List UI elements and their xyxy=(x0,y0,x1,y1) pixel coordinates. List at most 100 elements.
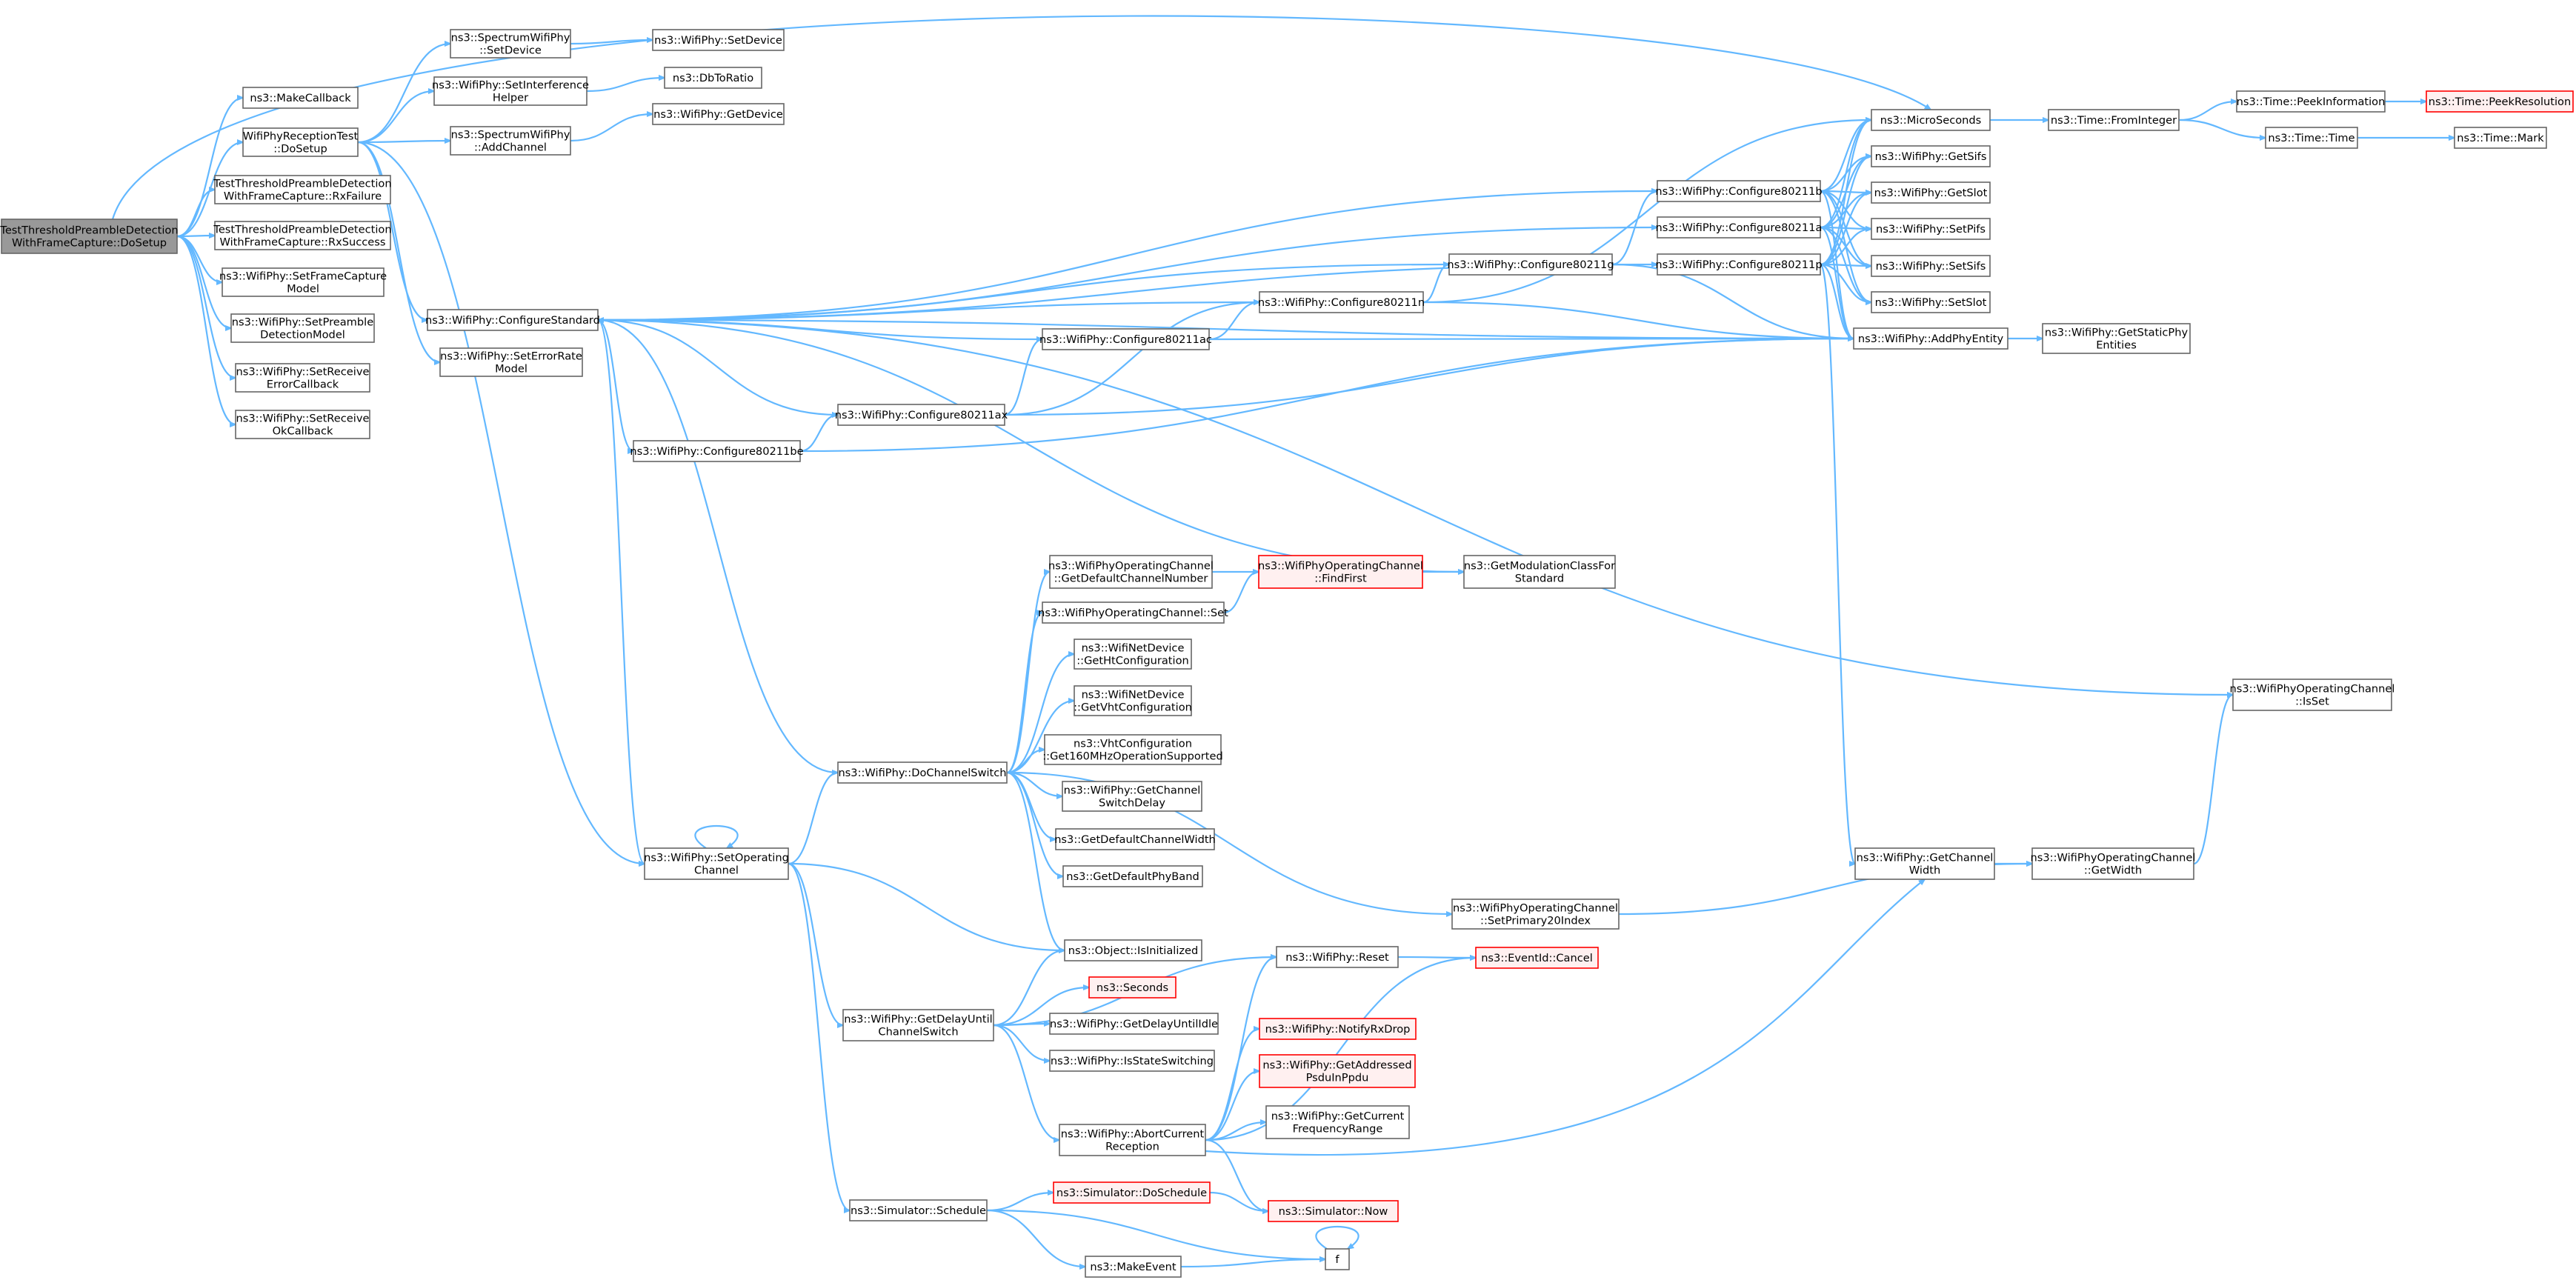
node-db-to-ratio[interactable]: ns3::DbToRatio xyxy=(664,67,762,89)
node-get-ht-configuration[interactable]: ns3::WifiNetDevice::GetHtConfiguration xyxy=(1074,639,1192,670)
node-operating-channel-get-width[interactable]: ns3::WifiPhyOperatingChannel::GetWidth xyxy=(2031,847,2196,880)
edge-simulator-schedule-to-simulator-do-schedule xyxy=(986,1193,1054,1212)
node-is-state-switching[interactable]: ns3::WifiPhy::IsStateSwitching xyxy=(1049,1050,1215,1072)
node-get160-mhz-operation-supported[interactable]: ns3::VhtConfiguration::Get160MHzOperatio… xyxy=(1042,734,1223,765)
node-configure80211a[interactable]: ns3::WifiPhy::Configure80211a xyxy=(1656,216,1823,239)
node-time-mark[interactable]: ns3::Time::Mark xyxy=(2454,127,2547,149)
edge-configure80211ax-to-configure80211ac xyxy=(1004,339,1042,416)
node-configure80211ax[interactable]: ns3::WifiPhy::Configure80211ax xyxy=(835,404,1008,426)
edge-configure80211be-to-configure80211ax xyxy=(799,415,838,453)
node-rx-success[interactable]: TestThresholdPreambleDetectionWithFrameC… xyxy=(213,221,392,250)
edge-abort-current-reception-to-get-current-frequency-range xyxy=(1205,1122,1266,1141)
node-do-channel-switch[interactable]: ns3::WifiPhy::DoChannelSwitch xyxy=(837,761,1008,784)
node-box xyxy=(837,404,1005,426)
node-box xyxy=(450,29,571,59)
node-configure80211p[interactable]: ns3::WifiPhy::Configure80211p xyxy=(1655,253,1823,276)
node-operating-channel-set[interactable]: ns3::WifiPhyOperatingChannel::Set xyxy=(1038,601,1228,624)
node-box xyxy=(842,1009,994,1041)
node-operating-channel-is-set[interactable]: ns3::WifiPhyOperatingChannel::IsSet xyxy=(2230,679,2395,711)
node-get-default-channel-width[interactable]: ns3::GetDefaultChannelWidth xyxy=(1054,828,1216,850)
node-get-default-channel-number[interactable]: ns3::WifiPhyOperatingChannel::GetDefault… xyxy=(1048,555,1214,589)
node-configure80211n[interactable]: ns3::WifiPhy::Configure80211n xyxy=(1258,291,1425,313)
node-box xyxy=(2232,679,2392,711)
node-add-phy-entity[interactable]: ns3::WifiPhy::AddPhyEntity xyxy=(1853,327,2008,350)
node-configure80211be[interactable]: ns3::WifiPhy::Configure80211be xyxy=(630,440,804,462)
node-micro-seconds[interactable]: ns3::MicroSeconds xyxy=(1871,109,1991,131)
node-box xyxy=(433,76,588,106)
node-get-default-phy-band[interactable]: ns3::GetDefaultPhyBand xyxy=(1062,865,1203,887)
node-label: ns3::WifiPhy::Configure80211ac xyxy=(1039,333,1212,346)
node-from-integer[interactable]: ns3::Time::FromInteger xyxy=(2048,109,2180,131)
node-find-first[interactable]: ns3::WifiPhyOperatingChannel::FindFirst xyxy=(1258,555,1423,589)
node-label: ns3::WifiPhyOperatingChannel xyxy=(1453,902,1618,915)
node-configure80211ac[interactable]: ns3::WifiPhy::Configure80211ac xyxy=(1039,328,1212,350)
node-wifi-phy-get-device[interactable]: ns3::WifiPhy::GetDevice xyxy=(652,103,785,125)
node-event-id-cancel[interactable]: ns3::EventId::Cancel xyxy=(1475,947,1599,969)
node-label: ns3::VhtConfiguration xyxy=(1074,738,1192,750)
node-label: ns3::WifiPhy::GetDelayUntil xyxy=(844,1013,992,1026)
node-spectrum-add-channel[interactable]: ns3::SpectrumWifiPhy::AddChannel xyxy=(450,126,571,156)
edge-abort-current-reception-to-get-addressed-psdu-in-ppdu xyxy=(1205,1071,1259,1141)
node-label: ns3::WifiPhy::SetSlot xyxy=(1875,296,1987,309)
node-label: TestThresholdPreambleDetection xyxy=(213,224,391,236)
node-spectrum-set-device[interactable]: ns3::SpectrumWifiPhy::SetDevice xyxy=(450,29,571,59)
node-peek-resolution[interactable]: ns3::Time::PeekResolution xyxy=(2426,90,2574,113)
node-is-initialized[interactable]: ns3::Object::IsInitialized xyxy=(1064,939,1202,961)
node-box xyxy=(1074,685,1192,716)
node-make-callback[interactable]: ns3::MakeCallback xyxy=(242,87,359,109)
node-set-primary20-index[interactable]: ns3::WifiPhyOperatingChannel::SetPrimary… xyxy=(1451,899,1620,930)
node-label: OkCallback xyxy=(273,425,333,438)
node-set-sifs[interactable]: ns3::WifiPhy::SetSifs xyxy=(1871,255,1991,277)
node-box xyxy=(1657,180,1821,202)
node-seconds[interactable]: ns3::Seconds xyxy=(1088,976,1176,999)
edge-configure-standard-to-operating-channel-is-set xyxy=(597,319,2233,695)
node-f[interactable]: f xyxy=(1325,1248,1350,1270)
node-simulator-now[interactable]: ns3::Simulator::Now xyxy=(1268,1200,1399,1222)
node-box xyxy=(1042,601,1225,624)
node-set-slot[interactable]: ns3::WifiPhy::SetSlot xyxy=(1871,291,1991,313)
node-peek-information[interactable]: ns3::Time::PeekInformation xyxy=(2236,90,2386,113)
node-get-slot[interactable]: ns3::WifiPhy::GetSlot xyxy=(1871,181,1991,204)
node-get-vht-configuration[interactable]: ns3::WifiNetDevice::GetVhtConfiguration xyxy=(1074,685,1192,716)
node-label: ns3::Object::IsInitialized xyxy=(1068,944,1199,957)
node-box xyxy=(214,175,391,204)
node-configure80211b[interactable]: ns3::WifiPhy::Configure80211b xyxy=(1655,180,1823,202)
node-configure80211g[interactable]: ns3::WifiPhy::Configure80211g xyxy=(1447,253,1614,276)
node-label: ns3::WifiPhy::Reset xyxy=(1285,951,1389,964)
node-wifi-phy-reset[interactable]: ns3::WifiPhy::Reset xyxy=(1276,946,1399,968)
node-wifi-phy-rx-test-do-setup[interactable]: WifiPhyReceptionTest::DoSetup xyxy=(242,127,359,157)
node-label: ns3::Time::FromInteger xyxy=(2051,114,2177,127)
node-wifi-phy-set-device[interactable]: ns3::WifiPhy::SetDevice xyxy=(652,29,785,51)
edge-spectrum-add-channel-to-wifi-phy-get-device xyxy=(570,114,653,142)
node-box xyxy=(849,1199,988,1221)
node-configure-standard[interactable]: ns3::WifiPhy::ConfigureStandard xyxy=(425,309,600,331)
node-simulator-schedule[interactable]: ns3::Simulator::Schedule xyxy=(849,1199,988,1221)
node-label: Width xyxy=(1909,864,1940,877)
node-make-event[interactable]: ns3::MakeEvent xyxy=(1085,1256,1182,1278)
edge-configure80211p-to-get-channel-width xyxy=(1819,263,1855,864)
node-get-sifs[interactable]: ns3::WifiPhy::GetSifs xyxy=(1871,145,1991,167)
node-get-delay-until-idle[interactable]: ns3::WifiPhy::GetDelayUntilIdle xyxy=(1049,1013,1219,1035)
node-notify-rx-drop[interactable]: ns3::WifiPhy::NotifyRxDrop xyxy=(1259,1018,1417,1040)
node-set-pifs[interactable]: ns3::WifiPhy::SetPifs xyxy=(1871,218,1991,240)
node-simulator-do-schedule[interactable]: ns3::Simulator::DoSchedule xyxy=(1053,1181,1211,1204)
node-time-time[interactable]: ns3::Time::Time xyxy=(2265,127,2358,149)
node-rx-failure[interactable]: TestThresholdPreambleDetectionWithFrameC… xyxy=(213,175,392,204)
node-label: ns3::WifiPhy::SetSifs xyxy=(1876,260,1986,273)
